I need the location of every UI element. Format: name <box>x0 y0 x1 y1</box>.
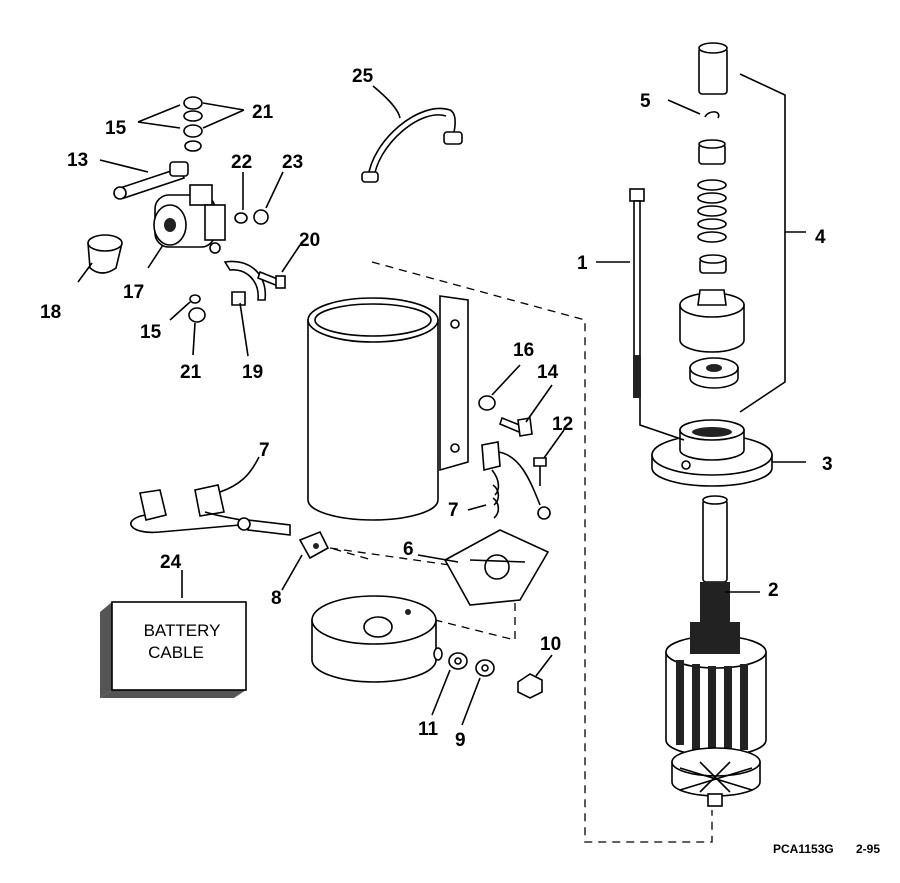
callout-23: 23 <box>282 152 303 173</box>
callout-25: 25 <box>352 66 374 87</box>
part-3-drive-end-cap <box>651 419 773 487</box>
callout-6: 6 <box>403 539 414 560</box>
parts-9-10-11-fasteners <box>448 652 543 699</box>
callout-13: 13 <box>67 150 88 171</box>
parts-solenoid-group <box>87 96 286 323</box>
callout-18: 18 <box>40 302 61 323</box>
callout-17: 17 <box>123 282 144 303</box>
callout-19: 19 <box>242 362 263 383</box>
callout-14: 14 <box>537 362 559 383</box>
callout-3: 3 <box>822 454 833 475</box>
figure-date: 2-95 <box>856 842 880 856</box>
part-6-brush-holder <box>443 529 550 606</box>
part-25-ground-wire <box>361 107 463 183</box>
part-1-through-bolt <box>629 188 645 398</box>
callout-5: 5 <box>640 91 651 112</box>
leader-lines <box>77 73 806 726</box>
callout-8: 8 <box>271 588 282 609</box>
battery-cable-label-line1: BATTERY <box>144 621 221 640</box>
callout-21-bottom: 21 <box>180 362 202 383</box>
callout-11: 11 <box>418 719 439 740</box>
callout-2: 2 <box>768 580 779 601</box>
callout-1: 1 <box>577 253 588 274</box>
callout-15-top: 15 <box>105 118 127 139</box>
callout-7-right: 7 <box>448 500 459 521</box>
part-7-brush-lead <box>481 441 551 520</box>
callout-21-top: 21 <box>252 102 274 123</box>
part-8-bracket <box>298 530 330 560</box>
callout-labels: 1 2 3 4 5 6 7 7 8 9 10 11 12 13 14 15 15… <box>40 66 833 751</box>
callout-24: 24 <box>160 552 182 573</box>
part-14-16-bolt-washer <box>478 395 533 437</box>
part-4-drive-assembly <box>679 42 745 389</box>
part-2-armature <box>665 495 767 807</box>
callout-15-bottom: 15 <box>140 322 162 343</box>
starter-frame-housing <box>307 295 469 521</box>
callout-20: 20 <box>299 230 320 251</box>
battery-cable-label-line2: CABLE <box>148 643 204 662</box>
callout-4: 4 <box>815 227 826 248</box>
callout-9: 9 <box>455 730 466 751</box>
callout-16: 16 <box>513 340 534 361</box>
callout-10: 10 <box>540 634 561 655</box>
callout-12: 12 <box>552 414 573 435</box>
part-7-brush-set <box>130 484 291 536</box>
figure-code: PCA1153G <box>773 842 834 856</box>
callout-7-left: 7 <box>259 440 270 461</box>
end-cap <box>311 595 443 683</box>
callout-22: 22 <box>231 152 252 173</box>
part-24-battery-cable-box <box>100 601 247 698</box>
